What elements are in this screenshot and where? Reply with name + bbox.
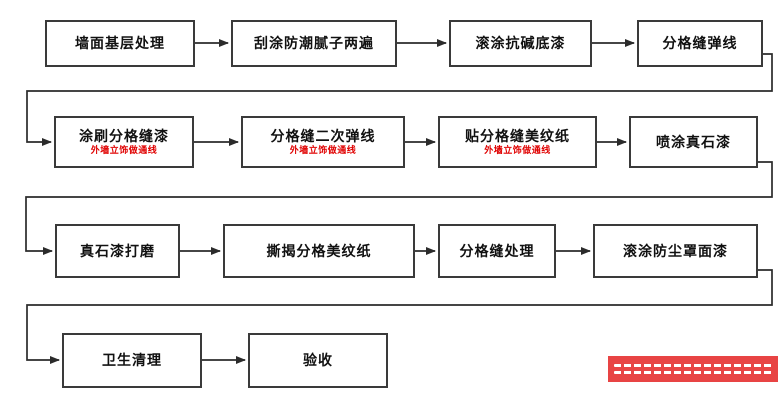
flow-step-moistureproof-putty: 刮涂防潮腻子两遍 xyxy=(231,20,397,67)
flow-step-cleanup: 卫生清理 xyxy=(62,333,202,388)
flow-step-spray-stone-paint: 喷涂真石漆 xyxy=(629,116,758,168)
flow-step-label: 验收 xyxy=(303,352,333,369)
flow-step-grid-joint-treatment: 分格缝处理 xyxy=(438,224,556,278)
connector-wrap-1 xyxy=(26,53,773,146)
flow-step-acceptance: 验收 xyxy=(248,333,388,388)
flow-step-label: 贴分格缝美纹纸 xyxy=(465,128,570,145)
flow-step-second-snap-line: 分格缝二次弹线 外墙立饰做通线 xyxy=(241,116,405,168)
flow-step-label: 分格缝处理 xyxy=(459,242,535,259)
flow-step-apply-masking-tape: 贴分格缝美纹纸 外墙立饰做通线 xyxy=(438,116,597,168)
watermark-text-line xyxy=(614,364,772,367)
flow-step-label: 卫生清理 xyxy=(102,352,162,369)
flow-step-label: 刮涂防潮腻子两遍 xyxy=(254,35,374,52)
flow-step-wall-base-treatment: 墙面基层处理 xyxy=(45,20,195,67)
flow-step-remove-masking-tape: 撕揭分格美纹纸 xyxy=(223,224,415,278)
flow-step-note: 外墙立饰做通线 xyxy=(484,145,551,156)
watermark-banner xyxy=(608,356,778,382)
flow-step-note: 外墙立饰做通线 xyxy=(90,145,158,156)
flow-step-label: 滚涂抗碱底漆 xyxy=(475,35,566,52)
connector-wrap-3 xyxy=(26,269,773,364)
flow-step-label: 分格缝二次弹线 xyxy=(270,128,376,145)
flow-step-grid-joint-snap-line: 分格缝弹线 xyxy=(637,20,763,67)
flow-step-label: 滚涂防尘罩面漆 xyxy=(623,242,728,259)
flow-step-alkali-resistant-primer: 滚涂抗碱底漆 xyxy=(449,20,592,67)
flow-step-paint-grid-joint: 涂刷分格缝漆 外墙立饰做通线 xyxy=(54,116,194,168)
flow-step-label: 喷涂真石漆 xyxy=(656,133,731,150)
flow-step-stone-paint-sanding: 真石漆打磨 xyxy=(55,224,180,278)
flow-step-label: 分格缝弹线 xyxy=(662,35,738,52)
flow-step-label: 墙面基层处理 xyxy=(75,35,165,52)
flow-step-dustproof-topcoat: 滚涂防尘罩面漆 xyxy=(593,224,758,278)
flow-step-label: 撕揭分格美纹纸 xyxy=(266,242,372,259)
watermark-text-line xyxy=(614,371,772,374)
flow-step-note: 外墙立饰做通线 xyxy=(289,145,357,156)
flow-step-label: 涂刷分格缝漆 xyxy=(79,128,169,145)
connector-wrap-2 xyxy=(25,161,773,255)
flow-step-label: 真石漆打磨 xyxy=(80,242,155,259)
